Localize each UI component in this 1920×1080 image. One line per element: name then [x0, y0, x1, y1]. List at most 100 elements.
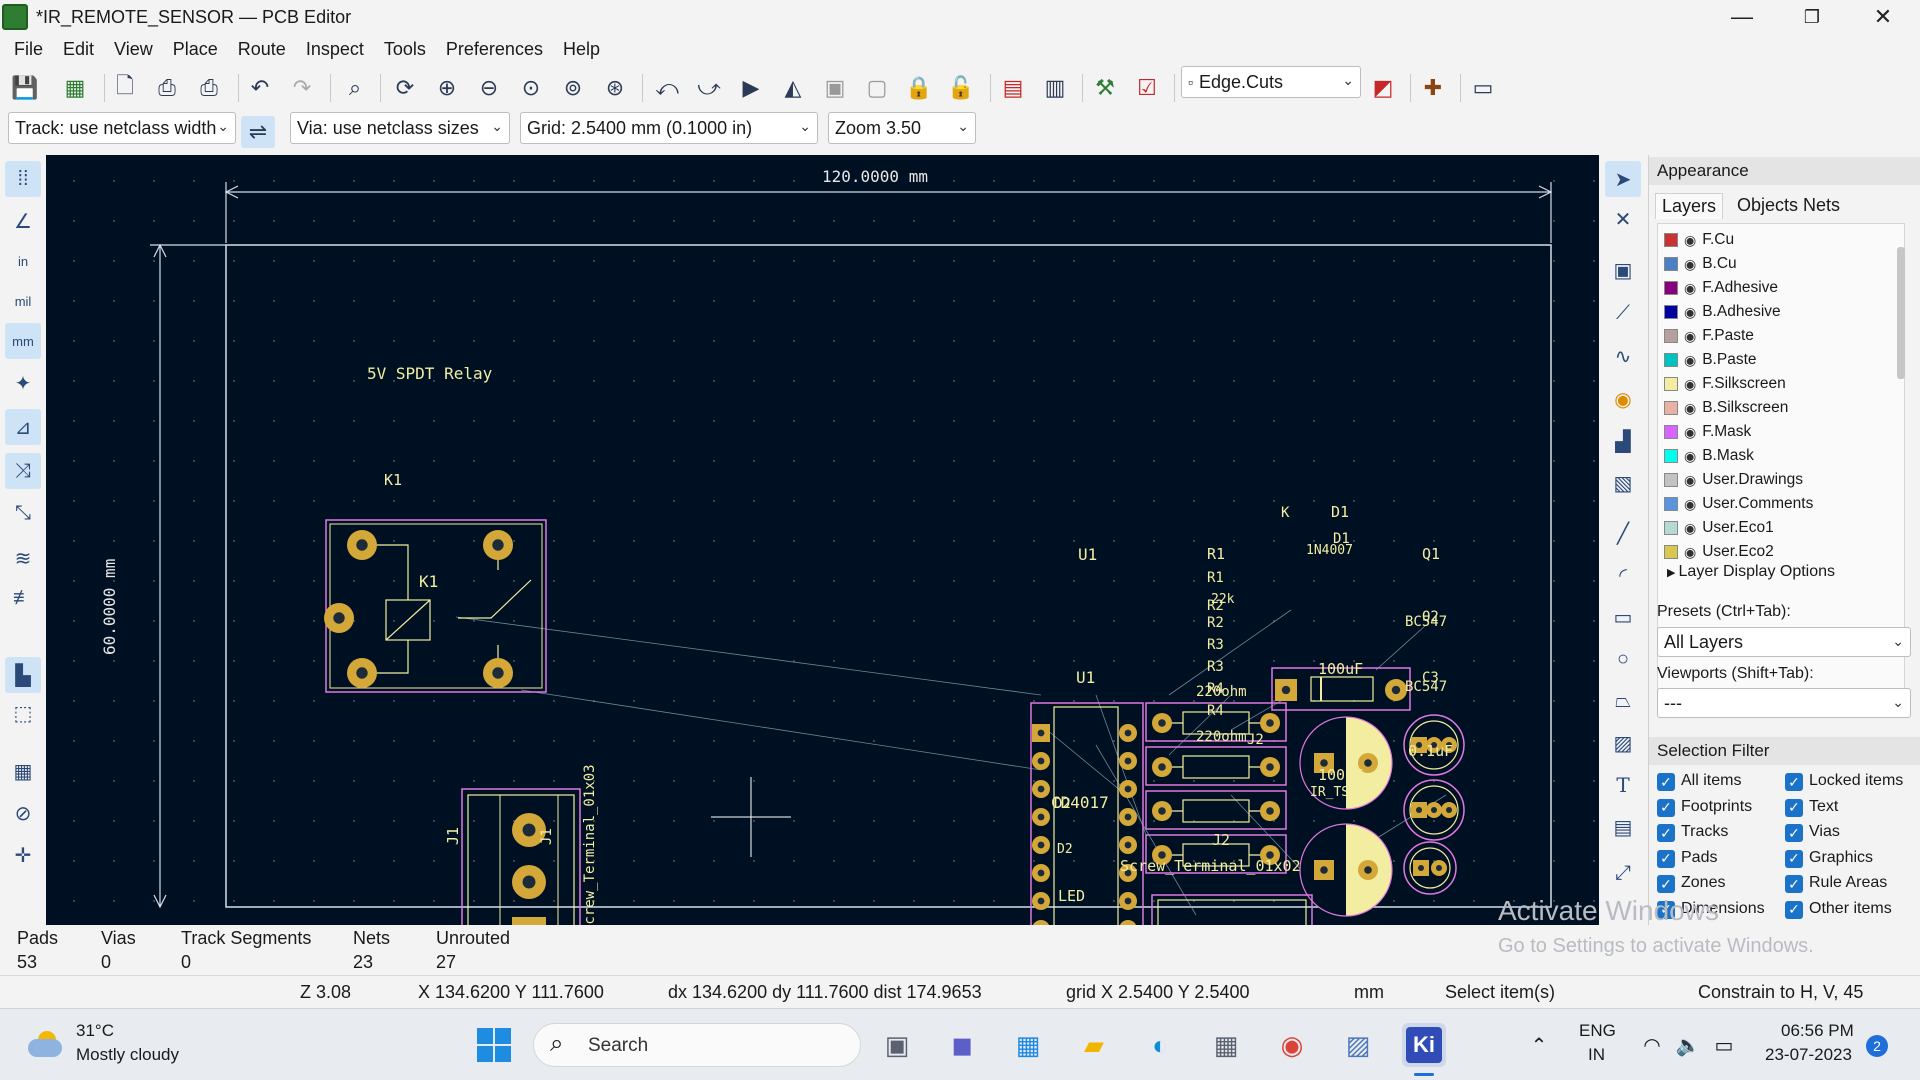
layer-row[interactable]: ◉B.Cu — [1664, 252, 1737, 276]
filter-checkbox[interactable]: ✓ — [1785, 875, 1803, 893]
filter-checkbox[interactable]: ✓ — [1785, 900, 1803, 919]
zoom-select[interactable]: Zoom 3.50⌄ — [828, 112, 976, 144]
add-dimension-icon[interactable]: ⤢ — [1615, 861, 1631, 884]
layer-color-swatch[interactable] — [1664, 545, 1678, 559]
lock-icon[interactable]: 🔒 — [905, 75, 933, 100]
layer-row[interactable]: ◉B.Adhesive — [1664, 300, 1781, 324]
transistor-pad[interactable] — [1426, 737, 1442, 753]
menu-route[interactable]: Route — [237, 38, 286, 59]
tab-objects[interactable]: Objects — [1737, 195, 1799, 215]
resistors-footprints[interactable] — [1145, 702, 1287, 874]
mirror-icon[interactable]: ◭ — [784, 75, 802, 100]
chrome-icon[interactable]: ◉ — [1280, 1029, 1304, 1060]
transistor-pad[interactable] — [1441, 737, 1457, 753]
microsoft-store-icon[interactable]: ▦ — [1015, 1029, 1041, 1060]
viewports-select[interactable]: ---⌄ — [1657, 688, 1911, 718]
resistor-pad[interactable] — [1260, 713, 1280, 733]
resistor-pad[interactable] — [1260, 845, 1280, 865]
scripting-icon[interactable]: ✚ — [1423, 75, 1443, 100]
u1-pad[interactable] — [1119, 920, 1137, 925]
layer-list-scrollbar[interactable] — [1897, 247, 1905, 379]
menu-file[interactable]: File — [14, 38, 44, 59]
task-view-icon[interactable]: ▣ — [884, 1029, 910, 1060]
filter-checkbox[interactable]: ✓ — [1657, 798, 1675, 817]
u1-pad[interactable] — [1119, 892, 1137, 910]
c1-pad[interactable] — [1358, 753, 1378, 773]
edge-browser-icon[interactable]: ◐ — [1152, 1029, 1168, 1060]
u1-pad[interactable] — [1119, 836, 1137, 854]
j1-pad[interactable] — [512, 865, 546, 899]
layer-color-swatch[interactable] — [1664, 329, 1678, 343]
menu-edit[interactable]: Edit — [63, 38, 95, 59]
cursor-style-icon[interactable]: ✦ — [14, 372, 32, 395]
console-icon[interactable]: ▭ — [1472, 75, 1494, 100]
eye-icon[interactable]: ◉ — [1684, 543, 1697, 560]
u1-pad[interactable] — [1032, 780, 1050, 798]
filter-checkbox[interactable]: ✓ — [1785, 824, 1803, 842]
d1-pad[interactable] — [1275, 679, 1297, 701]
u1-pad[interactable] — [1032, 864, 1050, 882]
menu-preferences[interactable]: Preferences — [445, 38, 543, 59]
notification-badge[interactable]: 2 — [1866, 1035, 1888, 1057]
transistor-pad[interactable] — [1441, 802, 1457, 818]
update-pcb-icon[interactable]: ▤ — [1002, 75, 1024, 100]
ic-u1-footprint[interactable] — [1030, 702, 1144, 925]
c2-pad[interactable] — [1358, 860, 1378, 880]
layer-row[interactable]: ◉F.Silkscreen — [1664, 372, 1786, 396]
layer-color-swatch[interactable] — [1664, 521, 1678, 535]
relay-pad[interactable] — [347, 658, 377, 688]
layer-row[interactable]: ◉B.Mask — [1664, 444, 1754, 468]
terminal-j1-footprint[interactable] — [461, 788, 581, 925]
relay-pad[interactable] — [483, 530, 513, 560]
c3-pad[interactable] — [1413, 860, 1429, 876]
layer-color-swatch[interactable] — [1664, 377, 1678, 391]
polar-coords-icon[interactable]: ∠ — [14, 210, 32, 233]
eye-icon[interactable]: ◉ — [1684, 255, 1697, 272]
u1-pad[interactable] — [1032, 752, 1050, 770]
drc-icon[interactable]: ☑ — [1137, 75, 1157, 100]
undo-icon[interactable]: ↶ — [250, 75, 270, 100]
u1-pad[interactable] — [1119, 808, 1137, 826]
u1-pad[interactable] — [1119, 780, 1137, 798]
zoom-in-icon[interactable]: ⊕ — [437, 75, 457, 100]
filter-checkbox[interactable]: ✓ — [1657, 875, 1675, 893]
units-mil-icon[interactable]: mil — [14, 293, 32, 309]
plot-icon[interactable]: ⎙ — [200, 75, 218, 100]
zoom-out-icon[interactable]: ⊖ — [479, 75, 499, 100]
menu-place[interactable]: Place — [172, 38, 218, 59]
tune-length-icon[interactable]: ∿ — [1614, 345, 1632, 368]
transistors-footprints[interactable] — [1403, 714, 1465, 895]
battery-icon[interactable]: ▭ — [1714, 1034, 1734, 1057]
track-outline-icon[interactable]: ≢ — [13, 586, 33, 609]
transistor-pad[interactable] — [1411, 737, 1427, 753]
transistor-pad[interactable] — [1411, 802, 1427, 818]
eye-icon[interactable]: ◉ — [1684, 303, 1697, 320]
kicad-taskbar-icon[interactable]: Ki — [1402, 1023, 1446, 1067]
relay-pad[interactable] — [324, 603, 354, 633]
u1-pad[interactable] — [1032, 892, 1050, 910]
layer-row[interactable]: ◉User.Drawings — [1664, 468, 1803, 492]
u1-pad[interactable] — [1119, 752, 1137, 770]
eye-icon[interactable]: ◉ — [1684, 375, 1697, 392]
capacitor-c2[interactable] — [1299, 823, 1393, 917]
layer-color-swatch[interactable] — [1664, 281, 1678, 295]
eye-icon[interactable]: ◉ — [1684, 399, 1697, 416]
layer-color-swatch[interactable] — [1664, 473, 1678, 487]
layer-color-swatch[interactable] — [1664, 401, 1678, 415]
file-explorer-icon[interactable]: ▰ — [1084, 1029, 1104, 1060]
volume-icon[interactable]: 🔈 — [1675, 1034, 1701, 1057]
layer-color-swatch[interactable] — [1664, 257, 1678, 271]
add-textbox-icon[interactable]: ▤ — [1613, 816, 1633, 839]
layer-color-swatch[interactable] — [1664, 353, 1678, 367]
layer-row[interactable]: ◉F.Paste — [1664, 324, 1754, 348]
filter-checkbox[interactable]: ✓ — [1657, 773, 1675, 791]
menu-view[interactable]: View — [114, 38, 153, 59]
menu-tools[interactable]: Tools — [383, 38, 426, 59]
tab-layers[interactable]: Layers — [1655, 193, 1724, 219]
curved-ratsnest-icon[interactable]: ⤡ — [15, 501, 31, 524]
chevron-up-icon[interactable]: ⌃ — [1530, 1034, 1548, 1057]
select-icon[interactable]: ➤ — [1605, 161, 1641, 197]
layer-row[interactable]: ◉User.Eco2 — [1664, 540, 1774, 564]
net-inspector-icon[interactable]: ▦ — [13, 760, 33, 783]
units-mm-icon[interactable]: mm — [5, 323, 41, 359]
